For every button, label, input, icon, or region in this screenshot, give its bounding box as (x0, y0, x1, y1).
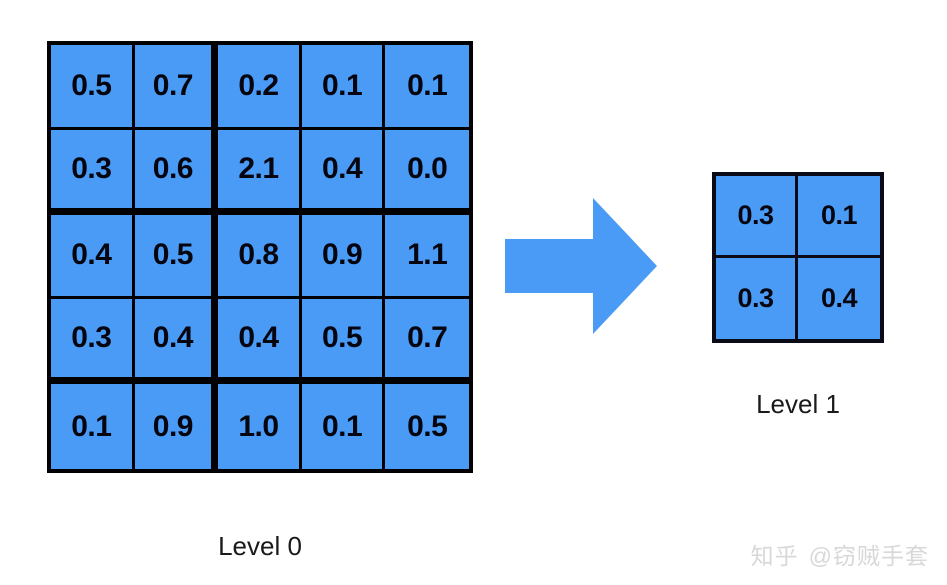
level0-cell: 0.4 (301, 129, 386, 215)
level0-cell: 0.1 (301, 384, 386, 469)
level0-cell: 0.6 (134, 129, 219, 215)
level0-cell: 0.1 (51, 384, 135, 469)
level0-cell: 1.1 (385, 214, 469, 300)
level0-cell: 0.1 (301, 45, 386, 130)
level0-cell: 0.4 (51, 214, 135, 300)
level1-cell: 0.3 (716, 176, 798, 258)
level0-cell: 0.1 (385, 45, 469, 130)
level0-cell: 0.4 (218, 299, 302, 385)
level0-cell: 0.3 (51, 129, 135, 215)
level1-cell: 0.3 (716, 257, 798, 339)
level0-grid: 0.5 0.7 0.2 0.1 0.1 0.3 0.6 2.1 0.4 0.0 … (47, 41, 473, 473)
watermark-logo: 知乎 (750, 543, 799, 569)
level1-grid: 0.3 0.1 0.3 0.4 (712, 172, 884, 343)
watermark: 知乎 @窃贼手套 (751, 537, 929, 571)
level0-cell: 0.7 (134, 45, 219, 130)
level0-cell: 0.8 (218, 214, 302, 300)
level0-cell: 1.0 (218, 384, 302, 469)
level0-cell: 0.9 (301, 214, 386, 300)
level0-cell: 0.5 (385, 384, 469, 469)
arrow-right-icon (505, 198, 657, 334)
watermark-handle: @窃贼手套 (808, 543, 929, 569)
level0-cell: 2.1 (218, 129, 302, 215)
level1-caption: Level 1 (756, 389, 840, 419)
level0-cell: 0.5 (301, 299, 386, 385)
level0-cell: 0.2 (218, 45, 302, 130)
level0-cell: 0.7 (385, 299, 469, 385)
level0-caption: Level 0 (218, 531, 302, 561)
level0-cell: 0.5 (51, 45, 135, 130)
level0-cell: 0.3 (51, 299, 135, 385)
level0-cell: 0.4 (134, 299, 219, 385)
level1-cell: 0.4 (798, 257, 880, 339)
level0-cell: 0.5 (134, 214, 219, 300)
level0-cell: 0.9 (134, 384, 219, 469)
level0-cell: 0.0 (385, 129, 469, 215)
level1-cell: 0.1 (798, 176, 880, 258)
